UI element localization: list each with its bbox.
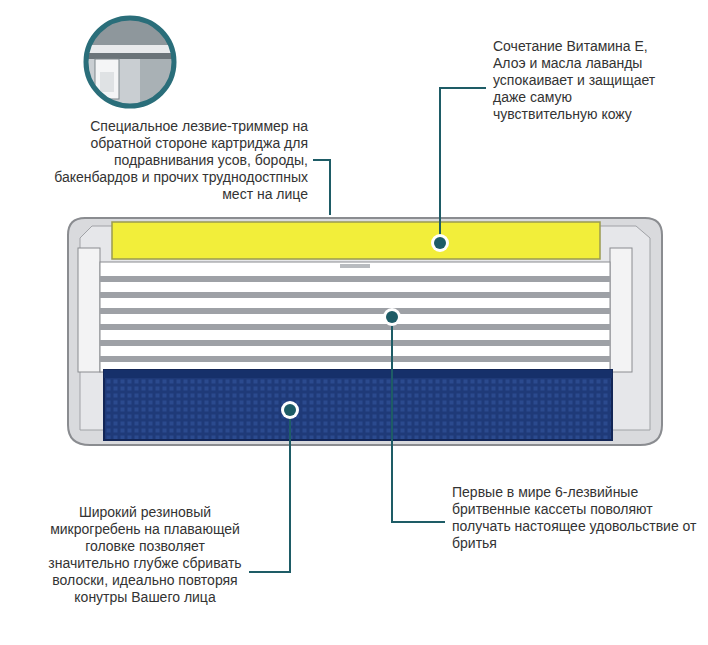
callout-text: Широкий резиновый микрогребень на плаваю…	[48, 504, 242, 606]
cartridge-housing	[68, 218, 662, 445]
lubricating-strip	[112, 222, 600, 259]
callout-text: Первые в мире 6-лезвийные бритвенные кас…	[452, 484, 697, 552]
inset-closeup	[80, 15, 180, 115]
callout-text: Сочетание Витамина Е, Алоэ и масла лаван…	[493, 38, 673, 123]
blades	[100, 262, 610, 372]
callout-text: Специальное лезвие-триммер на обратной с…	[28, 118, 308, 203]
callout-dots	[281, 234, 449, 419]
micro-comb	[104, 370, 612, 440]
